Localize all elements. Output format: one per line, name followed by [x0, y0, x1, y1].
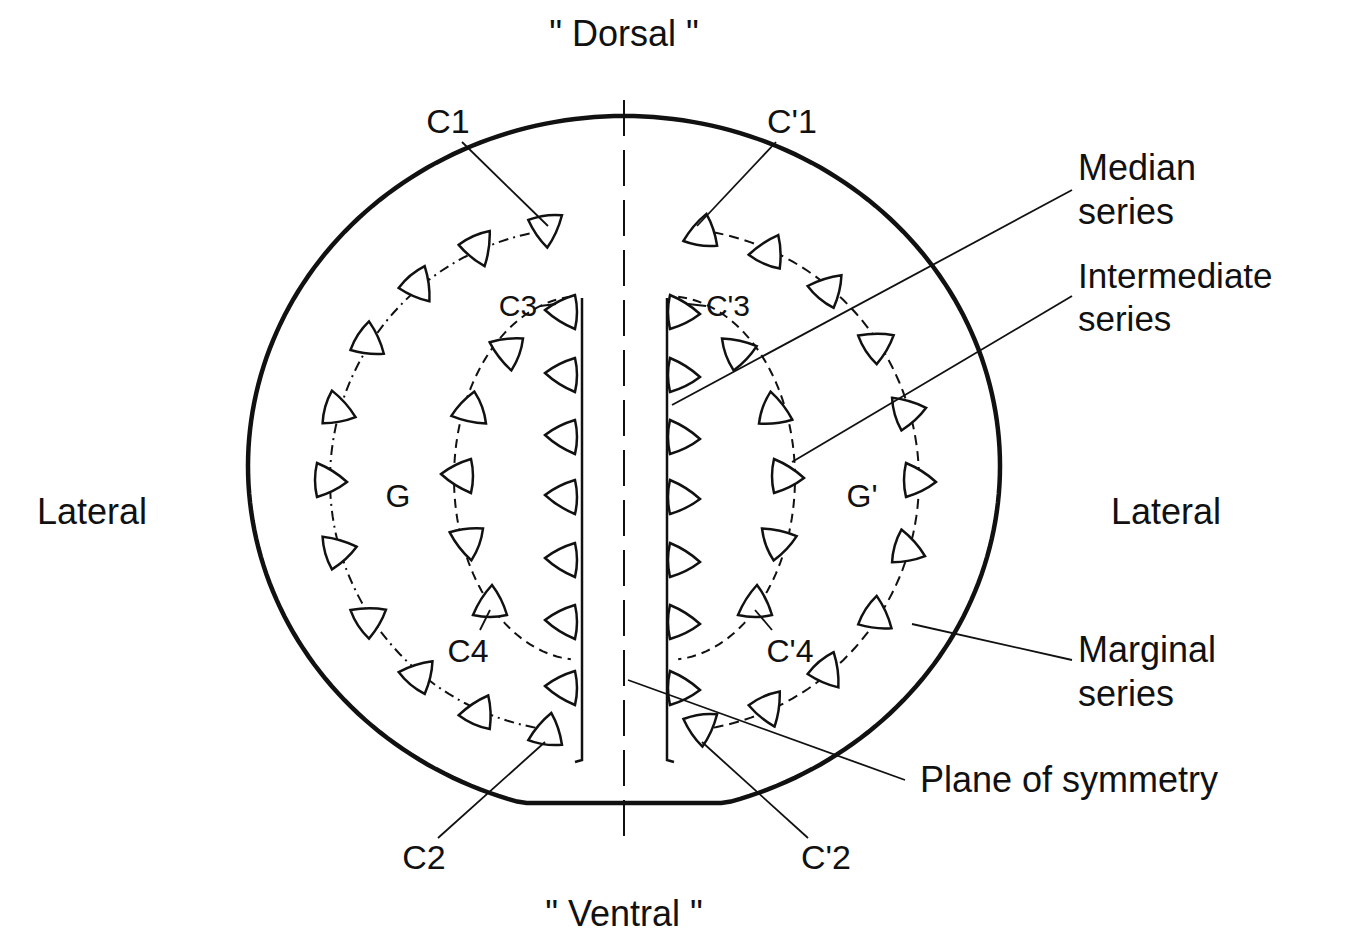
leader-line [697, 142, 776, 226]
cell-triangle [446, 391, 488, 434]
cell-triangle [748, 227, 792, 270]
cell-triangle [857, 595, 902, 641]
cell-triangle [668, 480, 700, 514]
cell-triangle [683, 211, 721, 247]
cell-label: C'1 [767, 101, 817, 142]
leader-line [912, 624, 1072, 660]
cell-triangle [668, 543, 700, 577]
cell-label: C1 [426, 101, 469, 142]
cell-triangle [443, 518, 485, 561]
group-label: G [386, 477, 411, 516]
orientation-label: Lateral [37, 490, 147, 534]
cell-triangle [545, 605, 577, 639]
cell-triangle [315, 463, 347, 497]
cell-triangle [545, 358, 577, 392]
cell-triangle [321, 390, 361, 432]
leader-line [462, 142, 548, 226]
cell-triangle [806, 263, 853, 309]
symmetry-plane-line [623, 100, 625, 842]
leader-line [792, 296, 1072, 462]
axis-label: Plane of symmetry [920, 758, 1218, 802]
series-label: Intermediate series [1078, 255, 1348, 340]
marginal-series-curve [330, 230, 551, 730]
cell-label: C4 [448, 632, 489, 671]
orientation-label: " Ventral " [545, 892, 703, 936]
cell-triangle [528, 710, 566, 746]
cell-label: C'3 [706, 288, 750, 325]
leader-line [702, 742, 808, 838]
series-label: Median series [1078, 146, 1278, 234]
cell-triangle [473, 585, 507, 617]
cell-label: C2 [402, 837, 445, 878]
cell-triangle [397, 649, 444, 695]
cell-triangle [441, 459, 473, 493]
leader-line [540, 304, 556, 306]
cell-triangle [528, 213, 566, 249]
leader-line [688, 304, 706, 306]
cell-triangle [857, 319, 902, 365]
cell-triangle [545, 480, 577, 514]
cell-triangle [483, 328, 525, 371]
cell-triangle [545, 543, 577, 577]
cell-triangle [668, 358, 700, 392]
cell-label: C'2 [801, 837, 851, 878]
cell-triangle [890, 529, 930, 571]
cell-triangle [904, 463, 936, 497]
cell-label: C3 [499, 288, 537, 325]
orientation-label: Lateral [1111, 490, 1221, 534]
cell-triangle [760, 518, 802, 561]
marginal-series-curve [698, 230, 919, 730]
cell-triangle [668, 605, 700, 639]
cell-triangle [545, 420, 577, 454]
cell-triangle [720, 328, 762, 371]
leader-line [438, 742, 545, 838]
cell-triangle [668, 295, 700, 329]
cell-triangle [890, 390, 930, 432]
cell-triangle [458, 229, 502, 272]
cell-label: C'4 [766, 632, 813, 671]
cell-triangle [757, 391, 799, 434]
cell-triangle [738, 585, 772, 617]
cell-triangle [349, 594, 394, 640]
cell-triangle [545, 295, 577, 329]
cell-triangle [458, 688, 502, 731]
leader-line [480, 610, 490, 630]
cell-triangle [545, 671, 577, 705]
cell-triangle [397, 265, 444, 311]
cell-triangle [772, 459, 804, 493]
orientation-label: " Dorsal " [549, 12, 699, 56]
series-label: Marginal series [1078, 628, 1288, 716]
group-label: G' [847, 477, 878, 516]
cell-triangle [668, 420, 700, 454]
cell-triangle [321, 528, 361, 570]
leader-line [628, 680, 905, 780]
cell-triangle [349, 320, 394, 366]
leader-line [672, 190, 1072, 405]
leader-line [755, 610, 772, 630]
